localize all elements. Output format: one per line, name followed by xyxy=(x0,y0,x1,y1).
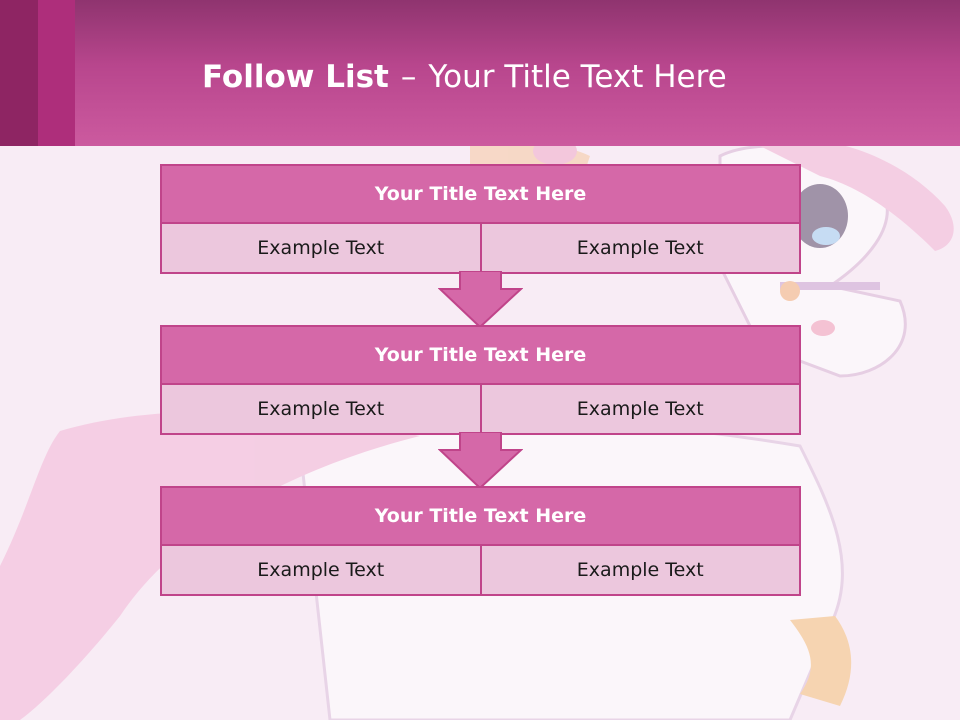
block-cell-left: Example Text xyxy=(162,385,480,433)
rider-flower-shape xyxy=(533,146,577,165)
block-cell-right: Example Text xyxy=(479,385,799,433)
down-arrow-icon xyxy=(438,432,523,490)
block-cell-left: Example Text xyxy=(162,224,480,272)
unicorn-nostril-shape xyxy=(811,320,835,336)
block-row: Example Text Example Text xyxy=(162,385,799,433)
list-block-1: Your Title Text Here Example Text Exampl… xyxy=(160,164,801,274)
list-block-2: Your Title Text Here Example Text Exampl… xyxy=(160,325,801,435)
block-cell-right: Example Text xyxy=(479,546,799,594)
page-title-bold: Follow List xyxy=(202,59,389,95)
unicorn-mane-shape xyxy=(760,146,954,251)
block-row: Example Text Example Text xyxy=(162,224,799,272)
block-cell-left: Example Text xyxy=(162,546,480,594)
header-stripe-mid xyxy=(38,0,75,146)
list-block-3: Your Title Text Here Example Text Exampl… xyxy=(160,486,801,596)
block-cell-right: Example Text xyxy=(479,224,799,272)
unicorn-eye-highlight xyxy=(812,227,840,245)
page-title: Follow List–Your Title Text Here xyxy=(202,52,727,102)
unicorn-tail-shape xyxy=(0,411,420,720)
page-title-separator: – xyxy=(400,59,417,95)
block-title: Your Title Text Here xyxy=(162,166,799,224)
header-stripe-dark xyxy=(0,0,38,146)
header-bar: Follow List–Your Title Text Here xyxy=(0,0,960,146)
block-row: Example Text Example Text xyxy=(162,546,799,594)
bridle-ring-top xyxy=(780,281,800,301)
unicorn-hoof-stripe xyxy=(790,616,852,706)
down-arrow-icon xyxy=(438,271,523,329)
page-title-rest: Your Title Text Here xyxy=(428,59,727,95)
block-title: Your Title Text Here xyxy=(162,327,799,385)
block-title: Your Title Text Here xyxy=(162,488,799,546)
